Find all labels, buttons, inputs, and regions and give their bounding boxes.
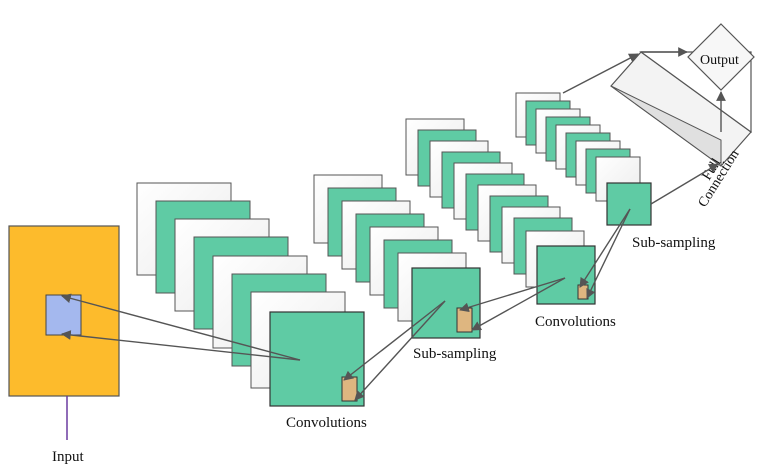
arrow-sub1-to-conv1-a [343,300,446,381]
conv2-stack [405,118,596,305]
conv1-stack [136,182,365,407]
arrow-conv2-to-sub1-a [459,277,566,313]
input-receptive-field [45,294,82,336]
conv1-label: Convolutions [286,415,367,431]
arrow-conv2-to-sub1-b [471,277,566,331]
arrow-sub2-to-conv2-b [586,208,631,299]
arrow-sub1-to-conv1-b [354,300,446,401]
conv2-label: Convolutions [535,314,616,330]
arrow-conv1-to-input-bottom [61,330,301,361]
input-label: Input [52,449,84,465]
arrow-conv1-to-input-top [61,293,301,361]
sub1-stack [313,174,481,339]
arrow-sub2-to-full-bottom [650,163,719,205]
sub2-label: Sub-sampling [632,235,716,251]
sub1-label: Sub-sampling [413,346,497,362]
conv2-front-map [536,245,596,305]
conv1-kernel [341,376,358,402]
sub2-front-map [606,182,652,226]
sub1-kernel [456,307,473,333]
output-node [687,23,755,91]
conv2-kernel [577,284,589,300]
arrow-sub2-to-conv2-a [579,208,631,288]
output-label: Output [700,53,739,68]
arrow-sub2-to-full-top [562,53,639,94]
sub2-stack [515,92,652,226]
